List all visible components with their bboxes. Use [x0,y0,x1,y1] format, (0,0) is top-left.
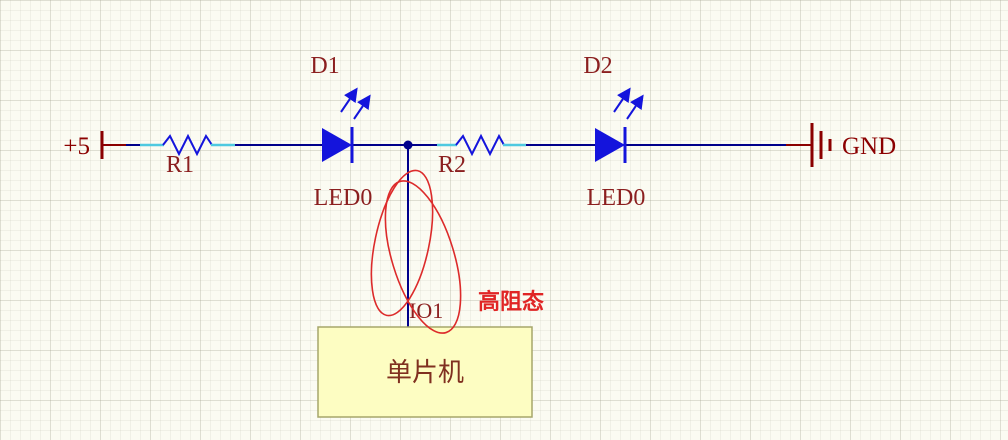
resistor-zigzag [455,133,505,157]
led-part-label: LED0 [587,185,646,211]
mcu-pin-label: IO1 [409,298,443,323]
led-d1[interactable]: D1 LED0 [310,53,372,211]
led-triangle [595,128,625,162]
led-triangle [322,128,352,162]
led-designator: D2 [583,53,612,79]
led-emission-arrow-icon [353,94,371,120]
power-port-label: +5 [63,133,90,160]
mcu-body [317,326,533,418]
resistor-r2[interactable]: R2 [437,133,526,178]
mcu-name-label: 单片机 [386,358,464,387]
resistor-designator: R1 [166,152,194,178]
wire-junction-dot[interactable] [403,140,413,150]
ground-port-label: GND [842,133,896,160]
ground-port[interactable]: GND [786,123,896,167]
led-emission-arrow-icon [340,87,358,113]
mcu-block[interactable]: IO1 单片机 [317,298,533,418]
led-d2[interactable]: D2 LED0 [583,53,645,211]
power-port-5v[interactable]: +5 [63,131,128,160]
resistor-zigzag [162,133,213,157]
annotation-ellipse-icon [370,169,434,317]
resistor-designator: R2 [438,152,466,178]
led-part-label: LED0 [314,185,373,211]
led-emission-arrow-icon [626,94,644,120]
annotation-highlight[interactable]: 高阻态 [360,165,544,342]
led-emission-arrow-icon [613,87,631,113]
annotation-ellipse-icon [384,180,462,334]
resistor-r1[interactable]: R1 [140,133,235,178]
annotation-text: 高阻态 [478,289,544,314]
led-designator: D1 [310,53,339,79]
